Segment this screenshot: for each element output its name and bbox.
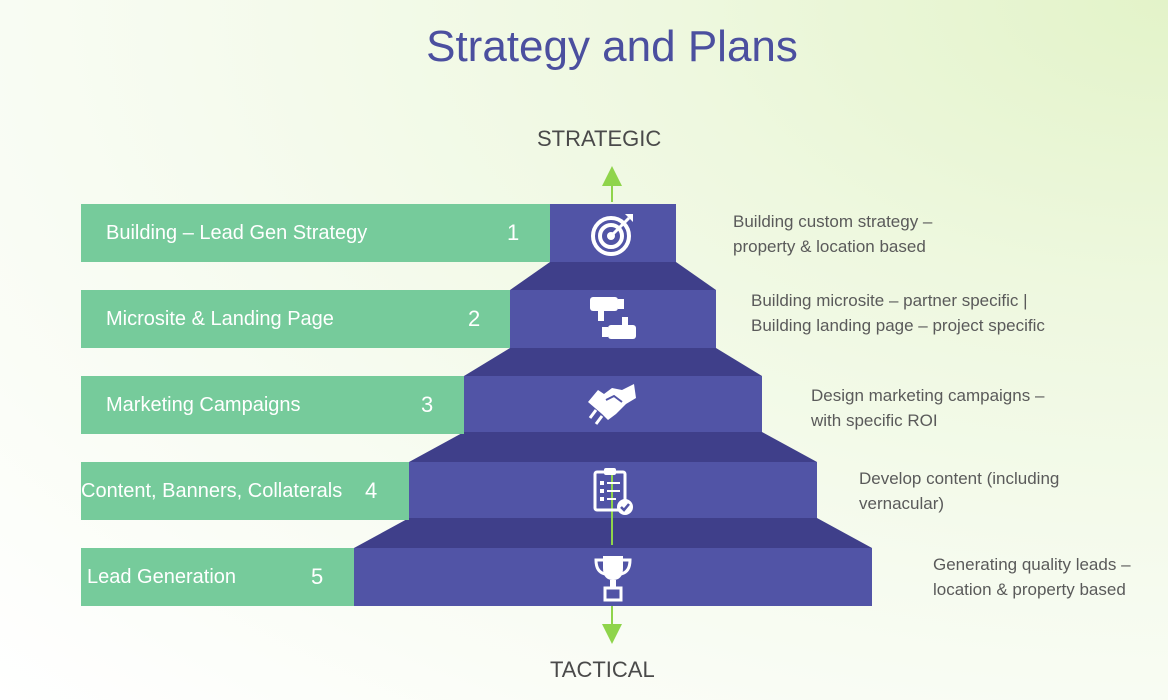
step-label: Microsite & Landing Page — [106, 307, 334, 330]
trophy-icon — [593, 552, 633, 602]
axis-label-strategic: STRATEGIC — [537, 126, 662, 151]
step-bar-4: Content, Banners, Collaterals 4 — [81, 462, 409, 520]
step-label: Content, Banners, Collaterals — [81, 479, 343, 502]
step-top-4 — [409, 432, 817, 462]
step-number: 1 — [507, 220, 520, 245]
description-line: Develop content (including — [859, 469, 1060, 488]
step-bar-2: Microsite & Landing Page 2 — [81, 290, 510, 348]
step-description-2: Building microsite – partner specific | … — [751, 288, 1045, 338]
step-top-2 — [510, 262, 716, 290]
description-line: Generating quality leads – — [933, 555, 1131, 574]
description-line: Building microsite – partner specific | — [751, 291, 1028, 310]
handshake-icon — [586, 382, 638, 426]
description-line: Building landing page – project specific — [751, 316, 1045, 335]
description-line: Design marketing campaigns – — [811, 386, 1045, 405]
description-line: Building custom strategy – — [733, 212, 933, 231]
step-label: Building – Lead Gen Strategy — [106, 221, 368, 244]
target-icon — [589, 210, 637, 258]
thumbs-icon — [588, 295, 638, 343]
page-title: Strategy and Plans — [426, 22, 798, 71]
step-bar-1: Building – Lead Gen Strategy 1 — [81, 204, 550, 262]
step-description-1: Building custom strategy – property & lo… — [733, 209, 932, 259]
step-number: 4 — [365, 478, 378, 503]
description-line: with specific ROI — [811, 411, 938, 430]
step-description-3: Design marketing campaigns – with specif… — [811, 383, 1044, 433]
step-label: Marketing Campaigns — [106, 393, 301, 416]
description-line: location & property based — [933, 580, 1126, 599]
step-bar-5: Lead Generation 5 — [81, 548, 354, 606]
axis-label-tactical: TACTICAL — [550, 657, 655, 682]
step-number: 5 — [311, 564, 324, 589]
step-description-4: Develop content (including vernacular) — [859, 466, 1059, 516]
step-top-3 — [464, 348, 762, 376]
clipboard-check-icon — [592, 466, 636, 516]
description-line: property & location based — [733, 237, 926, 256]
step-number: 3 — [421, 392, 434, 417]
step-number: 2 — [468, 306, 481, 331]
description-line: vernacular) — [859, 494, 945, 513]
step-label: Lead Generation — [87, 565, 237, 588]
step-description-5: Generating quality leads – location & pr… — [933, 552, 1131, 602]
step-bar-3: Marketing Campaigns 3 — [81, 376, 464, 434]
